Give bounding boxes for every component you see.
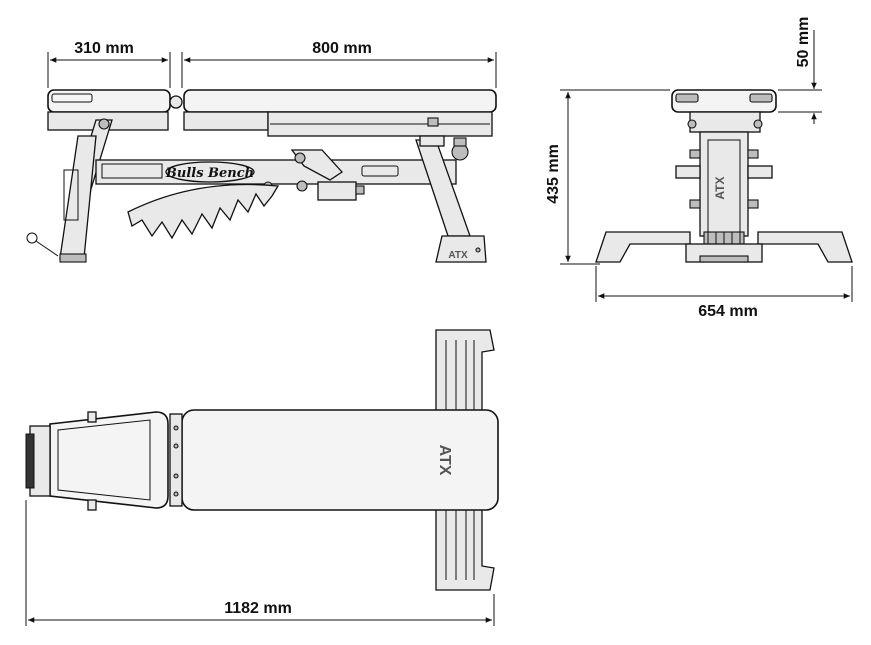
hinge-knob [169, 95, 183, 109]
rear-foot [435, 235, 487, 263]
top-view: ATX 1182 mm [25, 329, 499, 626]
back-pad [183, 89, 497, 113]
width-label: 654 mm [698, 303, 758, 320]
top-seat-pad [49, 411, 169, 509]
top-logo: ATX [436, 445, 453, 476]
pad-thickness-label: 50 mm [795, 17, 812, 68]
seat-length-label: 310 mm [74, 40, 134, 57]
side-view: Bulls Bench ATX 310 mm 800 mm [26, 40, 497, 263]
height-label: 435 mm [545, 144, 562, 204]
ratchet-sector [127, 183, 280, 240]
total-length-label: 1182 mm [224, 600, 292, 617]
pin-knob [26, 232, 38, 244]
front-logo: ATX [713, 176, 727, 199]
seat-pad [47, 89, 171, 113]
main-frame [95, 159, 457, 185]
right-foot [757, 231, 853, 263]
front-view: ATX 50 mm 435 mm 654 mm [545, 17, 853, 320]
brand-script: Bulls Bench [165, 166, 254, 181]
left-foot [595, 231, 691, 263]
back-length-label: 800 mm [312, 40, 372, 57]
side-logo: ATX [448, 250, 468, 261]
